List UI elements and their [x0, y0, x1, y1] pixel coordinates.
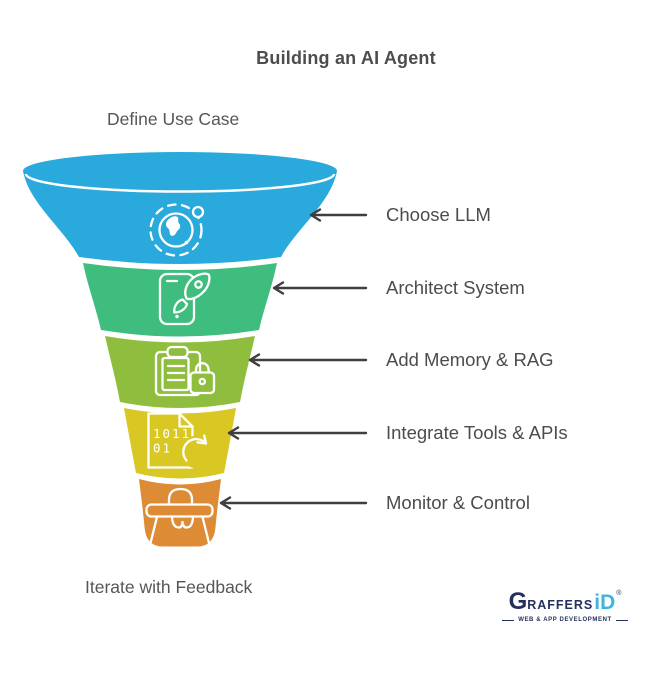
globe-satellite-icon: [149, 203, 205, 257]
person-desk-icon: [145, 487, 214, 545]
phone-rocket-icon: [158, 272, 211, 326]
registered-trademark-icon: ®: [616, 590, 622, 597]
clipboard-lock-icon: [154, 345, 216, 397]
logo-id-text: iD: [594, 591, 616, 614]
binary-text-row1: 1011: [153, 426, 191, 441]
logo-letter-g: G: [508, 588, 528, 615]
tagline-text: WEB & APP DEVELOPMENT: [518, 617, 612, 623]
tagline-left-dash: [502, 619, 515, 621]
stage-label-architect-system: Architect System: [386, 277, 525, 298]
stage-label-integrate-tools-apis: Integrate Tools & APIs: [386, 422, 568, 443]
annotation-define-use-case: Define Use Case: [107, 109, 240, 129]
arrow-architect-system: [272, 281, 368, 295]
annotation-iterate-feedback: Iterate with Feedback: [85, 577, 253, 597]
arrow-integrate-tools-apis: [227, 426, 368, 440]
stage-label-monitor-control: Monitor & Control: [386, 492, 530, 513]
tagline-right-dash: [615, 619, 628, 621]
stage-label-choose-llm: Choose LLM: [386, 204, 491, 225]
funnel-rim-highlight: [24, 173, 336, 193]
stage-label-add-memory-rag: Add Memory & RAG: [386, 349, 554, 370]
arrow-choose-llm: [309, 208, 368, 222]
page-title: Building an AI Agent: [256, 48, 436, 68]
binary-document-refresh-icon: 1011 01: [147, 412, 214, 469]
binary-text-row2: 01: [153, 441, 172, 456]
funnel-stage-1-shape: [23, 152, 337, 264]
logo-tagline: WEB & APP DEVELOPMENT: [502, 617, 628, 623]
logo-raffers-text: RAFFERS: [527, 598, 594, 612]
arrow-monitor-control: [219, 496, 368, 510]
arrow-add-memory-rag: [248, 353, 368, 367]
connector-arrows: [219, 208, 368, 510]
